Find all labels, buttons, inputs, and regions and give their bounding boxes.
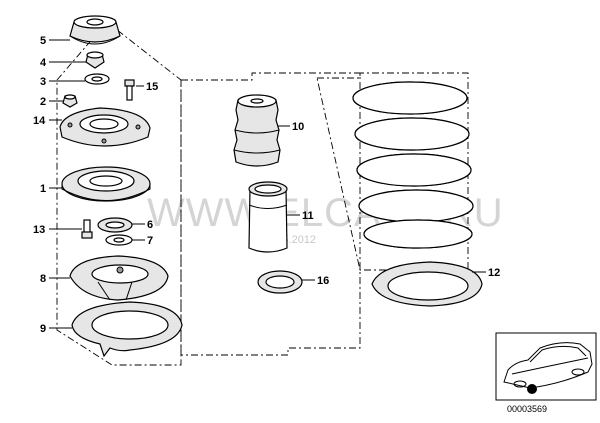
car-outline-icon [503, 342, 593, 389]
group-outline-center [180, 72, 361, 356]
diagram-number: 00003569 [507, 404, 547, 414]
callout-6: 6 [147, 219, 153, 231]
part-8-spring-seat[interactable] [69, 255, 169, 301]
callout-11: 11 [302, 210, 314, 222]
callout-7: 7 [147, 235, 153, 247]
part-11-protective-tube[interactable] [248, 181, 288, 253]
part-12-coil-spring[interactable] [352, 81, 474, 249]
part-4-nut[interactable] [85, 51, 105, 69]
part-2-nut[interactable] [62, 94, 78, 108]
part-14-mounting-plate[interactable] [59, 107, 151, 147]
leader-lines [49, 39, 486, 329]
part-6-ring[interactable] [97, 217, 133, 233]
part-3-washer[interactable] [84, 73, 110, 85]
callout-3: 3 [40, 76, 46, 88]
part-10-bump-stop[interactable] [233, 94, 281, 167]
callout-1: 1 [40, 183, 46, 195]
part-12-spring-pad[interactable] [371, 261, 483, 307]
callout-14: 14 [33, 115, 46, 127]
callout-2: 2 [40, 96, 46, 108]
callout-16: 16 [317, 275, 329, 287]
callout-13: 13 [33, 224, 45, 236]
car-location-inset: 00003569 [495, 332, 597, 414]
group-outline-right [316, 72, 469, 271]
part-15-bolt[interactable] [124, 79, 135, 101]
part-5-dust-cap[interactable] [69, 15, 121, 45]
callout-15: 15 [146, 81, 158, 93]
callout-9: 9 [40, 323, 46, 335]
part-13-bolt[interactable] [81, 219, 93, 239]
callout-5: 5 [40, 35, 46, 47]
part-7-washer[interactable] [105, 234, 133, 246]
callout-8: 8 [40, 273, 46, 285]
callout-10: 10 [292, 121, 304, 133]
location-marker-icon [527, 384, 537, 394]
part-9-rubber-pad[interactable] [71, 301, 183, 358]
callout-12: 12 [488, 267, 500, 279]
part-16-ring[interactable] [257, 270, 303, 294]
part-1-bearing[interactable] [61, 166, 151, 202]
callout-4: 4 [40, 57, 47, 69]
